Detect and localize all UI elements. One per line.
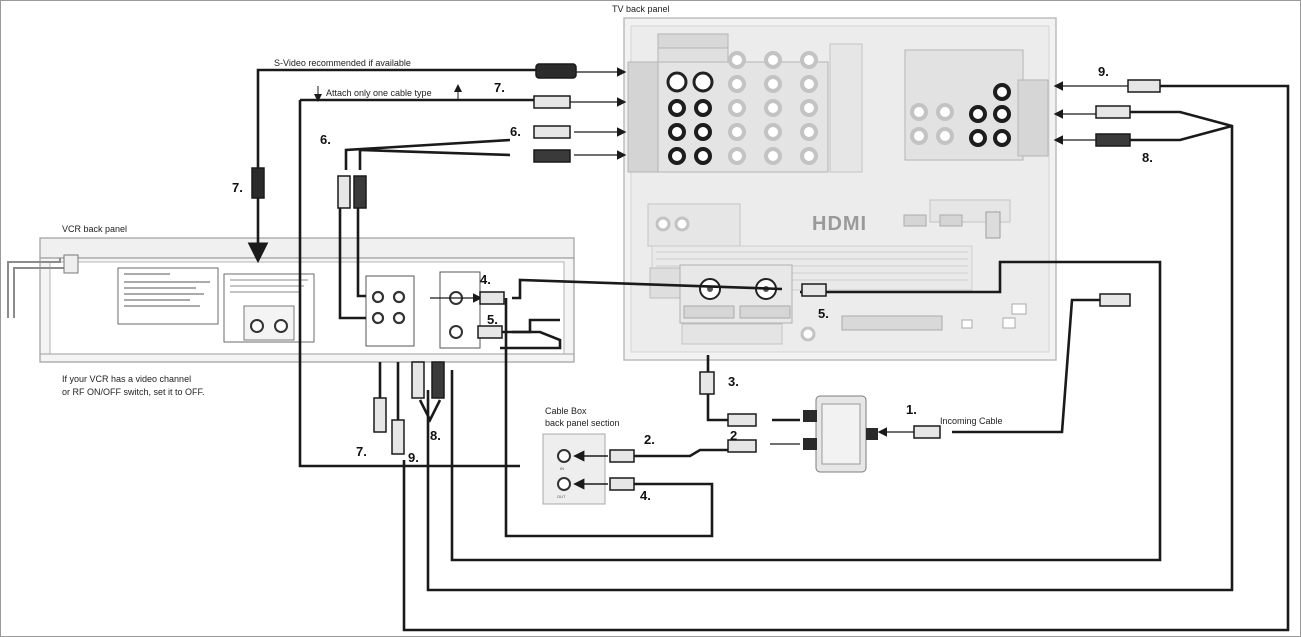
attach-note: Attach only one cable type [326,88,432,98]
step-2-cable-box: 2. [644,432,655,447]
connector-plugs [251,63,1161,491]
step-8-bottom: 8. [430,428,441,443]
cable-box-arrows [573,450,608,490]
step-7-left: 7. [232,180,243,195]
cable-out-label: OUT [557,494,566,499]
tv-back-panel: HDMI [623,17,1057,361]
step-4-vcr: 4. [480,272,491,287]
attach-note-arrows [314,84,462,102]
cable-box-panel: IN OUT [542,433,606,505]
svideo-note: S-Video recommended if available [274,58,411,68]
step-8-top: 8. [1142,150,1153,165]
step-7-bottom: 7. [356,444,367,459]
step-6-left: 6. [320,132,331,147]
vcr-note-line1: If your VCR has a video channel [62,374,191,384]
step-5-tv: 5. [818,306,829,321]
vcr-note-line2: or RF ON/OFF switch, set it to OFF. [62,387,205,397]
tv-back-panel-label: TV back panel [612,4,670,14]
step-5-vcr: 5. [487,312,498,327]
step-4-cable-box: 4. [640,488,651,503]
step-9-bottom: 9. [408,450,419,465]
signal-splitter [803,395,878,473]
step-9-top: 9. [1098,64,1109,79]
step-3: 3. [728,374,739,389]
hdmi-logo: HDMI [812,213,867,235]
step-1: 1. [906,402,917,417]
step-2-splitter: 2 [730,428,737,443]
step-numbers: 7. 6. 6. 7. 4. 5. 5. 3. 1. 2. 2 4. 9. 8.… [232,64,1153,503]
vcr-back-panel [7,237,575,363]
step-7-top: 7. [494,80,505,95]
incoming-cable-label: Incoming Cable [940,416,1003,426]
step-6-right: 6. [510,124,521,139]
cable-box-label-line2: back panel section [545,418,620,428]
cable-box-label-line1: Cable Box [545,406,587,416]
cable-in-label: IN [560,466,564,471]
vcr-back-panel-label: VCR back panel [62,224,127,234]
